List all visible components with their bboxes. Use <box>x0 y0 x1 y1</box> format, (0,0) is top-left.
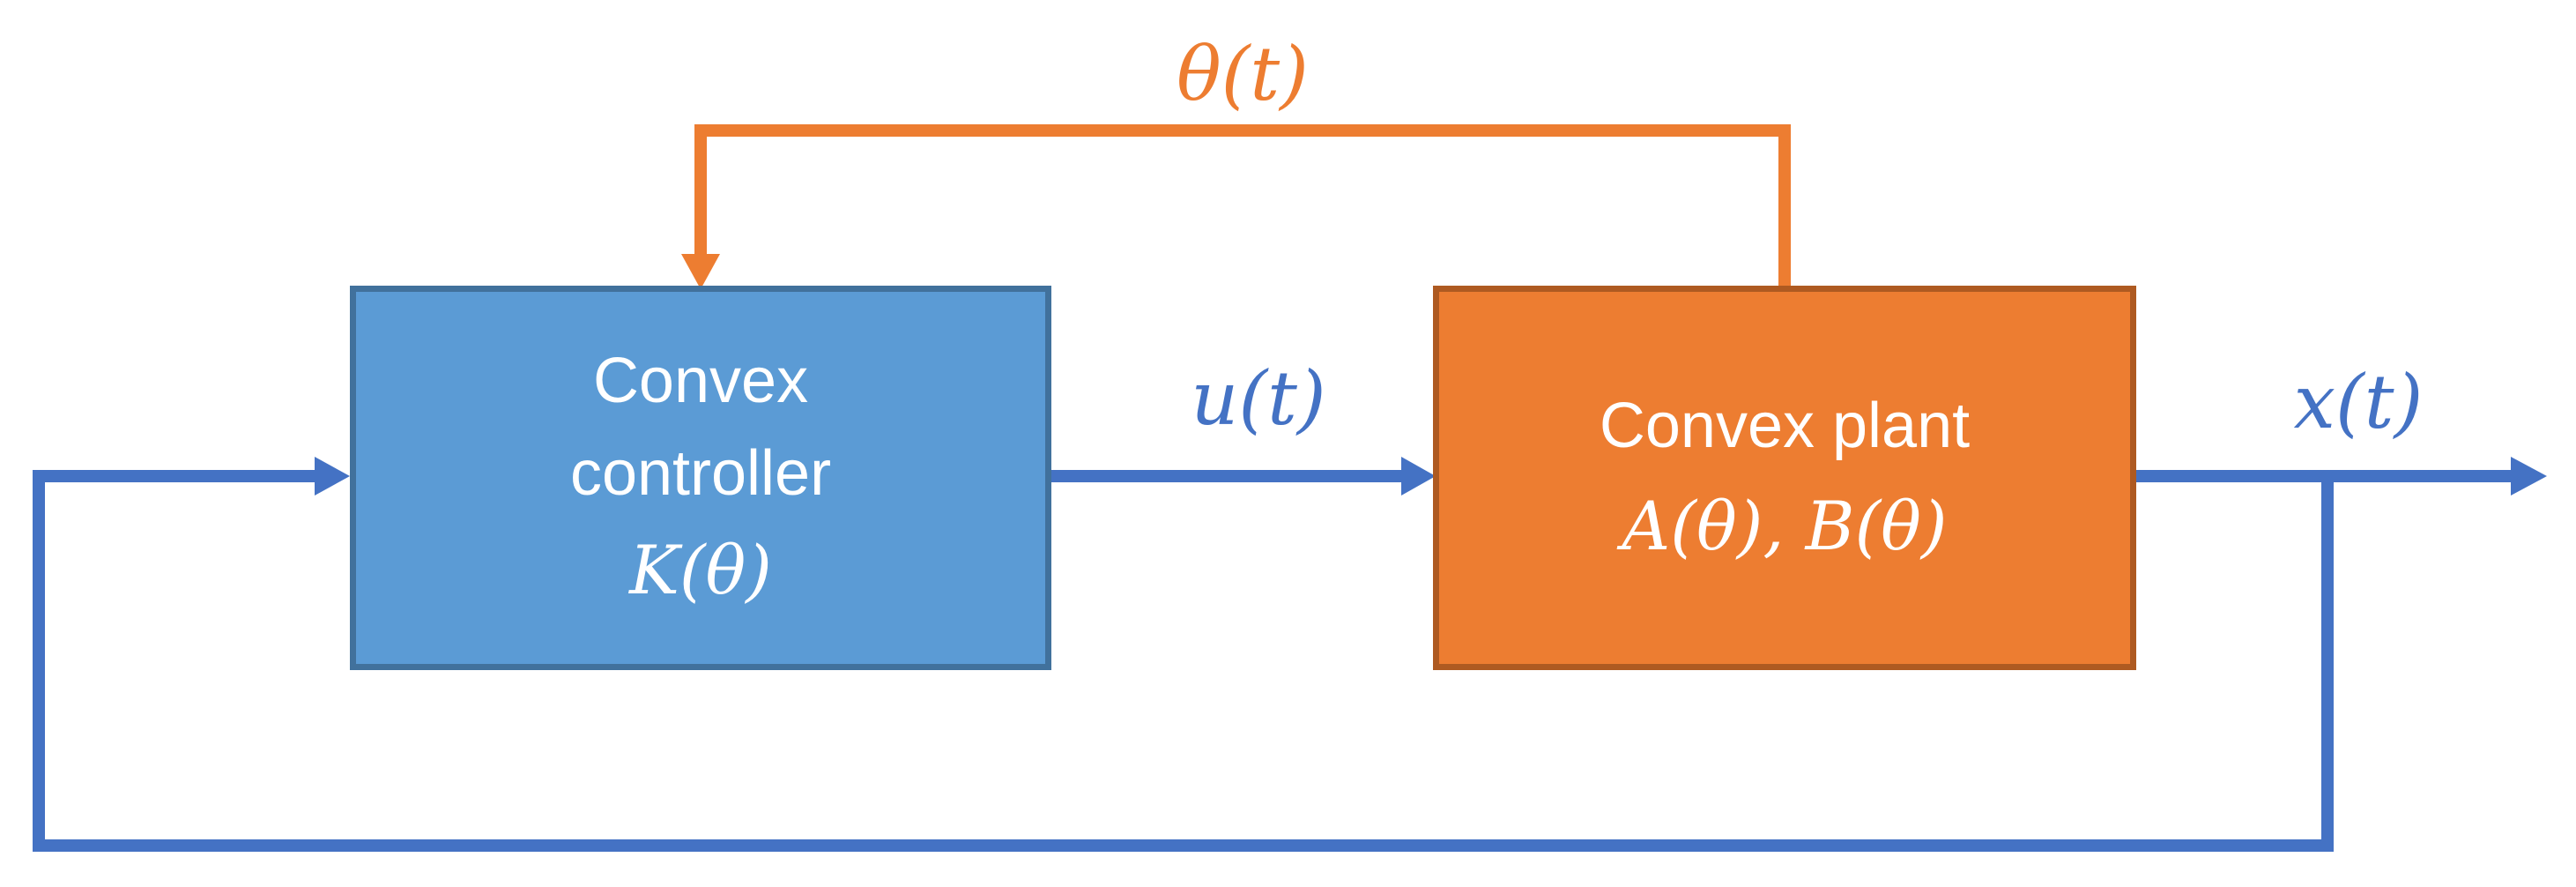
controller-math-label: K(θ) <box>629 531 772 610</box>
plant-label-line1: Convex plant <box>1599 390 1971 461</box>
theta-wire <box>694 124 1791 291</box>
controller-label-line1: Convex <box>592 346 809 417</box>
x-arrowhead-icon <box>2511 457 2547 496</box>
theta-arrowhead-icon <box>681 254 720 289</box>
controller-label-line2: controller <box>569 438 832 510</box>
controller-block: Convex controller K(θ) <box>350 286 1051 670</box>
u-signal-label: u(t) <box>1191 355 1326 442</box>
u-arrowhead-icon <box>1401 457 1436 496</box>
feedback-arrowhead-icon <box>315 457 350 496</box>
theta-signal-label: θ(t) <box>1177 31 1309 117</box>
feedback-wire <box>33 470 2334 852</box>
plant-math-label: A(θ), B(θ) <box>1622 486 1948 565</box>
x-signal-label: x(t) <box>2293 359 2424 445</box>
plant-block: Convex plant A(θ), B(θ) <box>1433 286 2136 670</box>
